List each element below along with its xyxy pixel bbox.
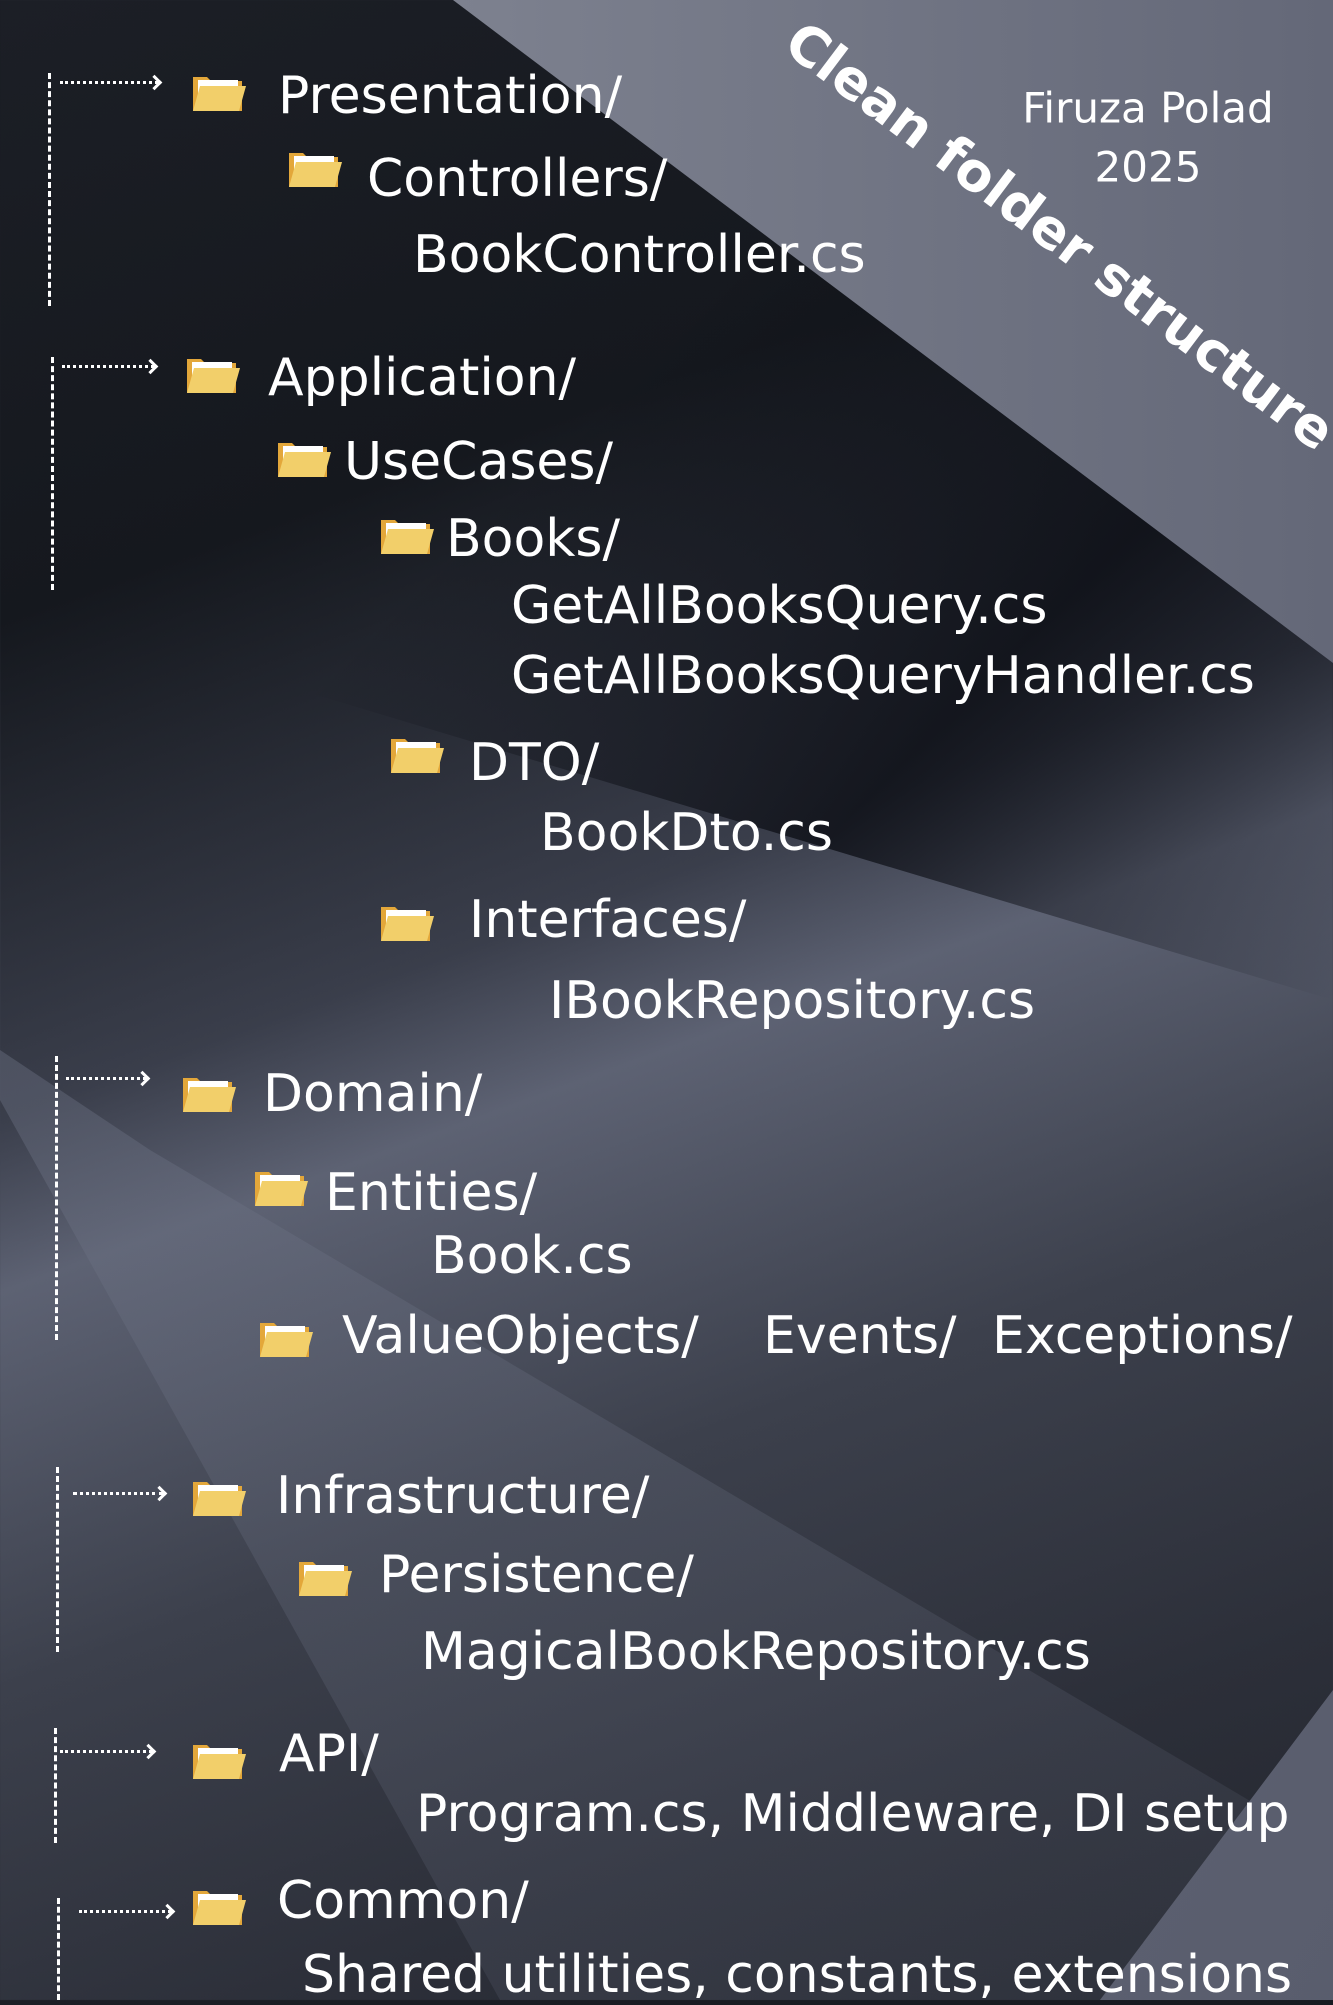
arrow-icon: [62, 365, 154, 368]
file-book-dto: BookDto.cs: [540, 803, 833, 863]
arrow-icon: [73, 1492, 163, 1495]
folder-icon: [191, 1476, 248, 1518]
tree-connector: [54, 1728, 57, 1843]
folder-icon: [389, 733, 446, 775]
arrow-icon: [79, 1910, 171, 1913]
folder-infrastructure: Infrastructure/: [276, 1466, 650, 1526]
arrow-icon: [66, 1077, 146, 1080]
folder-icon: [191, 71, 248, 113]
folder-use-cases: UseCases/: [344, 432, 614, 492]
folder-icon: [185, 353, 242, 395]
folder-icon: [191, 1885, 248, 1927]
tree-connector: [57, 1898, 60, 2000]
folder-value-objects: ValueObjects/: [342, 1306, 699, 1366]
folder-icon: [379, 901, 436, 943]
tree-connector: [48, 73, 51, 306]
file-ibook-repository: IBookRepository.cs: [549, 971, 1036, 1031]
folder-icon: [297, 1556, 354, 1598]
tree-connector: [55, 1056, 58, 1340]
tree-connector: [56, 1467, 59, 1652]
file-book: Book.cs: [431, 1226, 633, 1286]
folder-entities: Entities/: [325, 1163, 538, 1223]
folder-persistence: Persistence/: [379, 1545, 694, 1605]
folder-icon: [253, 1166, 310, 1208]
folder-application: Application/: [268, 348, 577, 408]
folder-controllers: Controllers/: [367, 149, 668, 209]
folder-domain: Domain/: [263, 1064, 483, 1124]
folder-icon: [276, 437, 333, 479]
file-get-all-books-query-handler: GetAllBooksQueryHandler.cs: [511, 646, 1255, 706]
arrow-icon: [60, 81, 158, 84]
arrow-icon: [60, 1750, 152, 1753]
folder-icon: [181, 1072, 238, 1114]
tree-connector: [51, 357, 54, 590]
file-book-controller: BookController.cs: [413, 225, 866, 285]
author-name: Firuza Polad: [1022, 83, 1274, 133]
folder-books: Books/: [446, 509, 621, 569]
api-description: Program.cs, Middleware, DI setup: [416, 1784, 1290, 1844]
file-magical-book-repository: MagicalBookRepository.cs: [421, 1622, 1091, 1682]
folder-common: Common/: [277, 1871, 529, 1931]
folder-api: API/: [279, 1724, 379, 1784]
folder-icon: [258, 1317, 315, 1359]
folder-dto: DTO/: [469, 733, 600, 793]
folder-icon: [379, 514, 436, 556]
folder-interfaces: Interfaces/: [469, 890, 747, 950]
file-get-all-books-query: GetAllBooksQuery.cs: [511, 576, 1048, 636]
folder-presentation: Presentation/: [278, 66, 623, 126]
folder-icon: [287, 147, 344, 189]
common-description: Shared utilities, constants, extensions: [302, 1945, 1293, 2005]
year: 2025: [1094, 142, 1202, 192]
folder-events: Events/: [763, 1306, 957, 1366]
folder-icon: [191, 1739, 248, 1781]
folder-exceptions: Exceptions/: [992, 1306, 1293, 1366]
